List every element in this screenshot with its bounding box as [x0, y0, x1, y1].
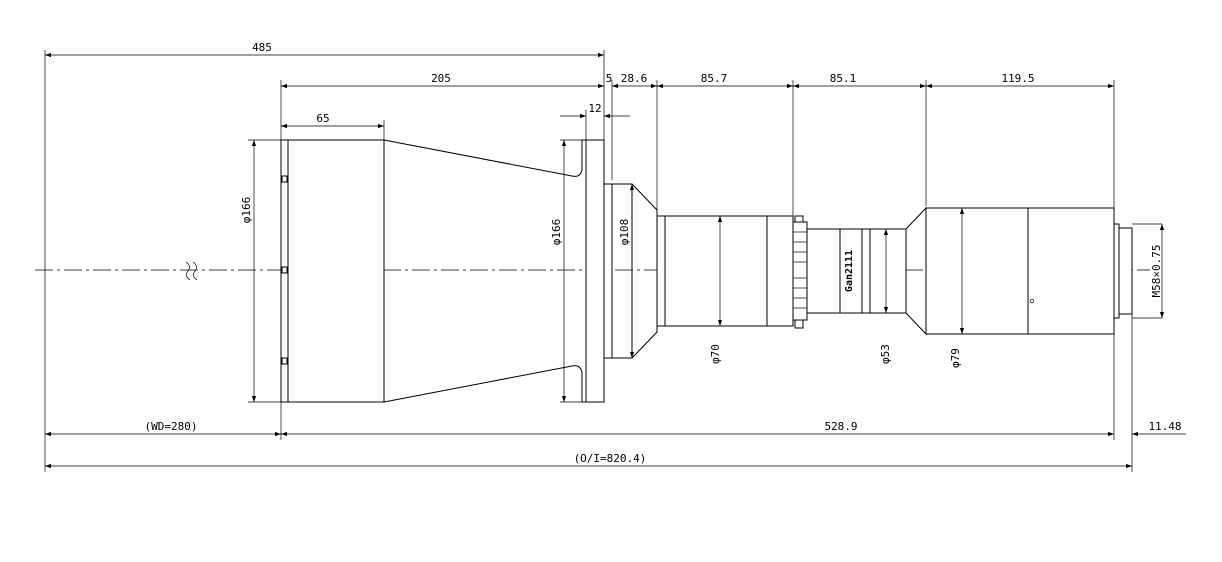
dim-485: 485	[252, 41, 272, 54]
dia-70: φ70	[709, 344, 722, 364]
axis-break-mark	[185, 261, 198, 281]
dim-85-1: 85.1	[830, 72, 857, 85]
dim-205: 205	[431, 72, 451, 85]
taper-section	[383, 139, 583, 177]
dia-79: φ79	[949, 348, 962, 368]
dim-object-image: (O/I=820.4)	[574, 452, 647, 465]
front-barrel	[280, 139, 385, 403]
lens-body	[248, 139, 1162, 403]
dim-28-6: 28.6	[621, 72, 648, 85]
camera-mount	[1113, 223, 1120, 319]
dia-53: φ53	[879, 344, 892, 364]
dim-12: 12	[588, 102, 601, 115]
dia-166-flange: φ166	[550, 219, 563, 246]
dim-working-distance: (WD=280)	[145, 420, 198, 433]
focus-barrel	[656, 215, 666, 327]
mounting-flange	[585, 139, 605, 403]
horizontal-dimensions	[45, 52, 1186, 469]
dia-166-front: φ166	[240, 197, 253, 224]
dia-108: φ108	[618, 219, 631, 246]
dim-5: 5	[606, 72, 613, 85]
aperture-barrel	[806, 228, 841, 314]
rear-barrel	[925, 207, 1029, 335]
thread-m58: M58×0.75	[1150, 245, 1163, 298]
barrel-marking: Gan2111	[844, 250, 855, 292]
dim-65: 65	[316, 112, 329, 125]
dim-11-48: 11.48	[1148, 420, 1181, 433]
dim-119-5: 119.5	[1001, 72, 1034, 85]
dim-528-9: 528.9	[824, 420, 857, 433]
dim-85-7: 85.7	[701, 72, 728, 85]
diameter-dimensions	[251, 140, 1165, 402]
